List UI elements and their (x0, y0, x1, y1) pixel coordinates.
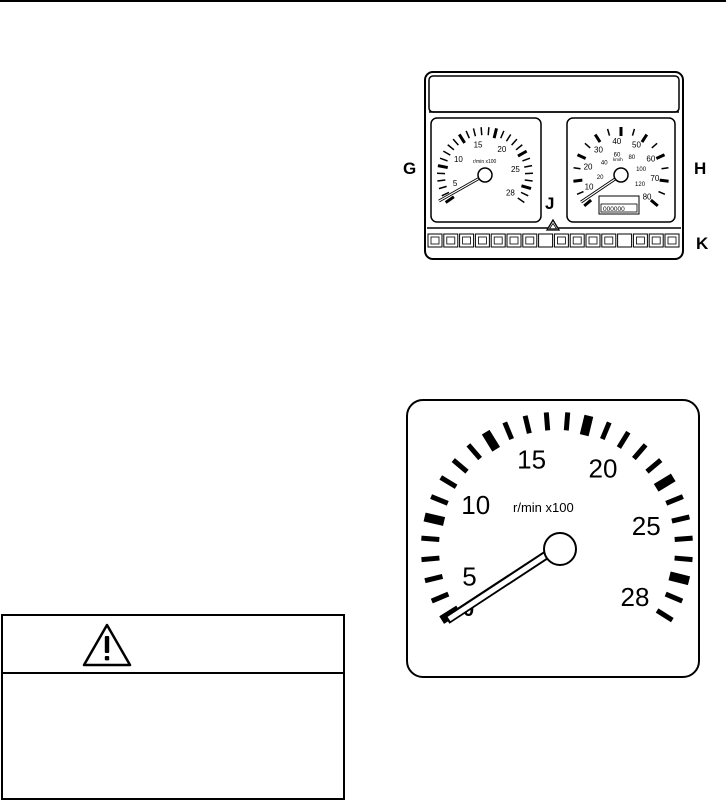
callout-k: K (696, 235, 708, 252)
indicator-lamp (602, 234, 616, 247)
panel-tach-tick (488, 127, 489, 135)
panel-tach-label: 10 (454, 155, 463, 164)
indicator-lamp (444, 234, 458, 247)
panel-speed-inner-label: 100 (636, 167, 647, 173)
indicator-lamp (460, 234, 474, 247)
detail-tick-label: 28 (621, 582, 650, 612)
callout-j: J (545, 195, 554, 212)
odometer-value: 000000 (603, 206, 625, 213)
panel-tach-label: 25 (511, 165, 520, 174)
panel-tach-hub (478, 168, 492, 182)
panel-tach-tick (438, 166, 448, 168)
callout-h: H (694, 160, 706, 177)
detail-tick-label: 15 (517, 445, 546, 475)
detail-tick-label: 10 (461, 490, 490, 520)
callout-g: G (403, 160, 416, 177)
panel-speed-tick (662, 168, 669, 169)
indicator-lamp (539, 234, 553, 247)
indicator-lamp (523, 234, 537, 247)
panel-speed-unit: km/h (613, 157, 623, 162)
panel-speed-tick (574, 168, 581, 169)
panel-speed-inner-label: 120 (635, 182, 646, 188)
panel-speed-outer-label: 10 (585, 182, 594, 191)
panel-tach-unit: r/min x100 (473, 159, 497, 165)
panel-speed-outer-label: 80 (643, 193, 652, 202)
panel-speed-outer-label: 50 (632, 141, 641, 150)
panel-speed-tick (660, 180, 669, 181)
indicator-lamp (554, 234, 568, 247)
detail-tick (566, 412, 567, 430)
indicator-lamp (586, 234, 600, 247)
panel-speed-outer-label: 30 (594, 145, 603, 154)
detail-tick (421, 558, 439, 560)
panel-speed-outer-label: 70 (650, 174, 659, 183)
detail-tick (425, 517, 444, 522)
detail-tick (584, 416, 589, 435)
panel-speed-hub (614, 168, 628, 182)
panel-tach-label: 20 (497, 145, 506, 154)
indicator-lamp (491, 234, 505, 247)
detail-tick (546, 412, 547, 430)
detail-tick-label: 20 (589, 453, 618, 483)
detail-hub (544, 533, 576, 565)
detail-tick-label: 5 (462, 562, 476, 592)
top-rule (0, 0, 726, 2)
panel-speed-outer-label: 60 (646, 155, 655, 164)
warning-header (3, 616, 343, 674)
indicator-lamp (649, 234, 663, 247)
detail-tick (421, 538, 439, 539)
panel-tach-tick (437, 180, 445, 181)
panel-tach-label: 5 (453, 179, 458, 188)
panel-tach-label: 28 (506, 189, 515, 198)
panel-tach-tick (481, 127, 482, 135)
detail-tick (670, 576, 689, 581)
warning-box (1, 614, 345, 800)
indicator-lamp (665, 234, 679, 247)
detail-tick (675, 558, 693, 560)
panel-tach-label: 15 (474, 141, 483, 150)
panel-speed-outer-label: 20 (584, 162, 593, 171)
indicator-lamp (507, 234, 521, 247)
indicator-lamp (570, 234, 584, 247)
panel-speed-outer-label: 40 (612, 137, 621, 146)
indicator-lamp (618, 234, 632, 247)
panel-speed-inner-label: 40 (601, 160, 608, 166)
indicator-lamp (475, 234, 489, 247)
panel-speed-tick (573, 180, 582, 181)
indicator-lamp (633, 234, 647, 247)
panel-speed-inner-label: 20 (597, 175, 604, 181)
warning-triangle-icon (81, 622, 133, 668)
panel-tach-tick (525, 180, 533, 181)
detail-tick-label: 25 (632, 511, 661, 541)
detail-unit: r/min x100 (513, 500, 574, 515)
indicator-lamp (428, 234, 442, 247)
panel-speed-inner-label: 80 (628, 155, 635, 161)
detail-tick (675, 538, 693, 539)
